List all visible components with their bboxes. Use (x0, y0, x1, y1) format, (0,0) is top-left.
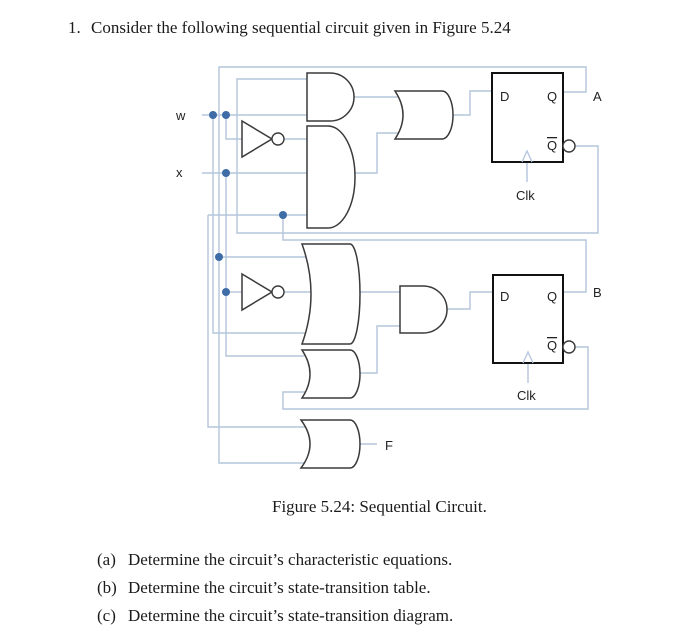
flip-flop-a-qbar-label: Q (547, 138, 557, 153)
flip-flop-b-qbar-label: Q (547, 338, 557, 353)
question-part-c: (c) Determine the circuit’s state-transi… (97, 606, 547, 626)
flip-flop-a-d-label: D (500, 89, 509, 104)
question-number: 1. (68, 18, 81, 37)
wire-a-bar-feedback (236, 78, 599, 234)
wire-b-feedback (282, 215, 587, 293)
junction-dot (215, 253, 223, 261)
and-gate-b (399, 285, 448, 334)
junction-dot (222, 288, 230, 296)
part-text: Determine the circuit’s state-transition… (128, 606, 454, 625)
not-gate-w (241, 119, 274, 159)
not-gate-w-bubble (271, 132, 285, 146)
or-gate-f (299, 419, 361, 469)
wire-x-to-or-mid (225, 173, 310, 357)
wire-w-to-not (225, 115, 242, 140)
and-gate-3-input (306, 125, 356, 229)
wire-or-mid-to-and-b (360, 325, 400, 374)
or-gate-3-input (300, 243, 361, 345)
or-gate-mid (300, 349, 361, 399)
flip-flop-b-qbar-bubble (562, 340, 576, 354)
wire-or-a-to-d (453, 90, 492, 116)
junction-dot (279, 211, 287, 219)
part-label: (a) (97, 550, 116, 569)
flip-flop-b-d-label: D (500, 289, 509, 304)
flip-flop-b-box (492, 274, 564, 364)
part-label: (b) (97, 578, 117, 597)
wire-b-to-or-f (207, 215, 308, 428)
output-label-a: A (593, 89, 602, 104)
question-part-b: (b) Determine the circuit’s state-transi… (97, 578, 547, 598)
flip-flop-a: D Q Q Clk (491, 72, 576, 203)
or-gate-a (393, 90, 454, 140)
output-label-f: F (385, 438, 393, 453)
flip-flop-a-q-label: Q (547, 89, 557, 104)
junction-dot (222, 169, 230, 177)
flip-flop-b-clk-label: Clk (517, 388, 536, 403)
figure-caption: Figure 5.24: Sequential Circuit. (272, 497, 487, 516)
wire-a-feedback (218, 66, 587, 464)
input-label-x: x (176, 165, 183, 180)
clock-triangle-icon (522, 350, 534, 364)
part-text: Determine the circuit’s state-transition… (128, 578, 431, 597)
part-text: Determine the circuit’s characteristic e… (128, 550, 453, 569)
flip-flop-a-box (491, 72, 564, 163)
flip-flop-a-clk-label: Clk (516, 188, 535, 203)
wire-w-to-or-3in (212, 115, 310, 334)
flip-flop-b: D Q Q Clk (492, 274, 576, 403)
wire-and-3in-to-or-a (355, 132, 402, 174)
clock-triangle-icon (521, 149, 533, 163)
flip-flop-b-q-label: Q (547, 289, 557, 304)
question-text: Consider the following sequential circui… (91, 18, 511, 37)
wire-b-bar-feedback (282, 346, 589, 410)
not-gate-x-bubble (271, 285, 285, 299)
and-gate-top (306, 72, 355, 122)
flip-flop-a-qbar-bubble (562, 139, 576, 153)
not-gate-x (241, 272, 274, 312)
junction-dot (222, 111, 230, 119)
part-label: (c) (97, 606, 116, 625)
question-heading: 1. Consider the following sequential cir… (68, 18, 628, 38)
question-part-a: (a) Determine the circuit’s characterist… (97, 550, 547, 570)
input-label-w: w (175, 108, 186, 123)
output-label-b: B (593, 285, 602, 300)
junction-dot (209, 111, 217, 119)
wire-and-b-to-d (447, 291, 493, 310)
